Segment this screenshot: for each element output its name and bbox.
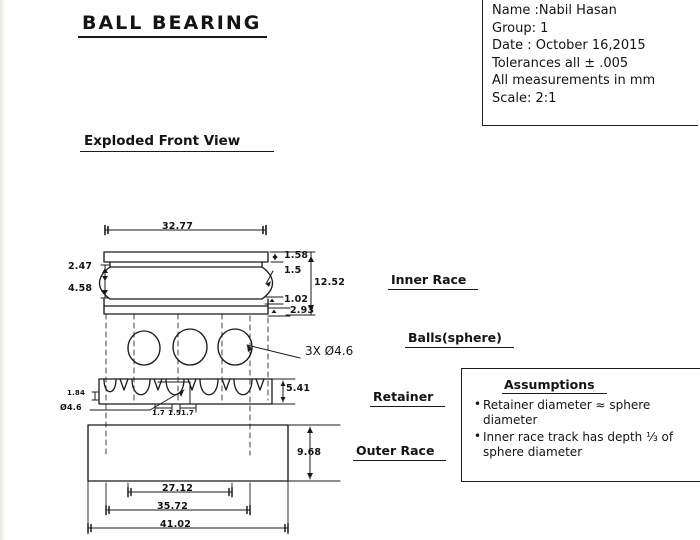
dim-retainer-pitch-a: 1.7 bbox=[152, 409, 166, 417]
dim-outer-race-outer-width: 41.02 bbox=[160, 519, 192, 530]
dim-inner-race-left-upper: 2.47 bbox=[68, 261, 93, 272]
part-label-outer-race-text: Outer Race bbox=[353, 443, 447, 461]
dimension-outer-race-widths bbox=[87, 480, 289, 535]
dim-outer-race-inner-width: 27.12 bbox=[162, 483, 194, 494]
title-block-tolerances: Tolerances all ± .005 bbox=[492, 55, 629, 71]
dimension-retainer bbox=[89, 378, 296, 413]
bearing-balls bbox=[127, 328, 253, 366]
dim-retainer-wall: 1.84 bbox=[67, 389, 86, 397]
dimension-inner-race-width bbox=[104, 224, 267, 236]
title-block-group: Group: 1 bbox=[492, 20, 549, 36]
part-label-retainer: Retainer bbox=[370, 389, 446, 407]
list-item: Retainer diameter ≈ sphere diameter bbox=[474, 397, 694, 427]
title-block-name: Name :Nabil Hasan bbox=[492, 3, 617, 18]
part-label-inner-race: Inner Race bbox=[388, 272, 479, 290]
projection-lines bbox=[105, 313, 269, 456]
title-block: Name :Nabil Hasan Group: 1 Date : Octobe… bbox=[482, 0, 698, 126]
inner-race-profile bbox=[98, 251, 274, 315]
dim-inner-race-left-lower: 4.58 bbox=[68, 283, 93, 294]
dim-retainer-pitch-b: 1.5 bbox=[168, 409, 182, 417]
title-block-date: Date : October 16,2015 bbox=[492, 38, 646, 54]
outer-race-profile bbox=[87, 424, 289, 482]
retainer-profile bbox=[98, 378, 273, 405]
part-label-balls-text: Balls(sphere) bbox=[405, 330, 514, 348]
ball-callout-leader bbox=[246, 344, 301, 359]
view-title-text: Exploded Front View bbox=[80, 133, 275, 152]
dimension-outer-race-height bbox=[287, 424, 341, 482]
part-label-inner-race-text: Inner Race bbox=[388, 272, 479, 290]
dim-retainer-height: 5.41 bbox=[286, 383, 311, 394]
title-block-scale: Scale: 2:1 bbox=[492, 90, 557, 106]
assumptions-heading: Assumptions bbox=[502, 377, 607, 394]
dimension-inner-race-left bbox=[100, 264, 110, 299]
dim-inner-race-top-flange: 1.58 bbox=[284, 250, 309, 261]
view-title: Exploded Front View bbox=[80, 133, 275, 152]
dim-outer-race-mid-width: 35.72 bbox=[157, 501, 189, 512]
part-label-balls: Balls(sphere) bbox=[405, 330, 514, 348]
dim-outer-race-height: 9.68 bbox=[297, 447, 322, 458]
dim-ball-callout: 3X Ø4.6 bbox=[305, 344, 354, 358]
dim-inner-race-width: 32.77 bbox=[162, 221, 194, 232]
dim-inner-race-height: 12.52 bbox=[314, 277, 346, 288]
dimension-inner-race-right bbox=[264, 251, 316, 317]
main-title-text: BALL BEARING bbox=[78, 12, 268, 38]
list-item: Inner race track has depth ⅓ of sphere d… bbox=[474, 429, 694, 459]
dim-retainer-hole-dia: Ø4.6 bbox=[60, 403, 82, 412]
dim-inner-race-step-small: 1.02 bbox=[284, 294, 309, 305]
assumptions-list: Retainer diameter ≈ sphere diameter Inne… bbox=[474, 397, 694, 459]
assumptions-block: Assumptions Retainer diameter ≈ sphere d… bbox=[461, 368, 700, 482]
dim-inner-race-bottom: 2.93 bbox=[290, 305, 315, 316]
dim-retainer-pitch-c: 1.7 bbox=[181, 409, 195, 417]
part-label-retainer-text: Retainer bbox=[370, 389, 446, 407]
dim-inner-race-groove-radius: 1.5 bbox=[284, 265, 302, 276]
part-label-outer-race: Outer Race bbox=[353, 443, 447, 461]
title-block-units: All measurements in mm bbox=[492, 73, 656, 89]
page-title: BALL BEARING bbox=[78, 12, 268, 38]
